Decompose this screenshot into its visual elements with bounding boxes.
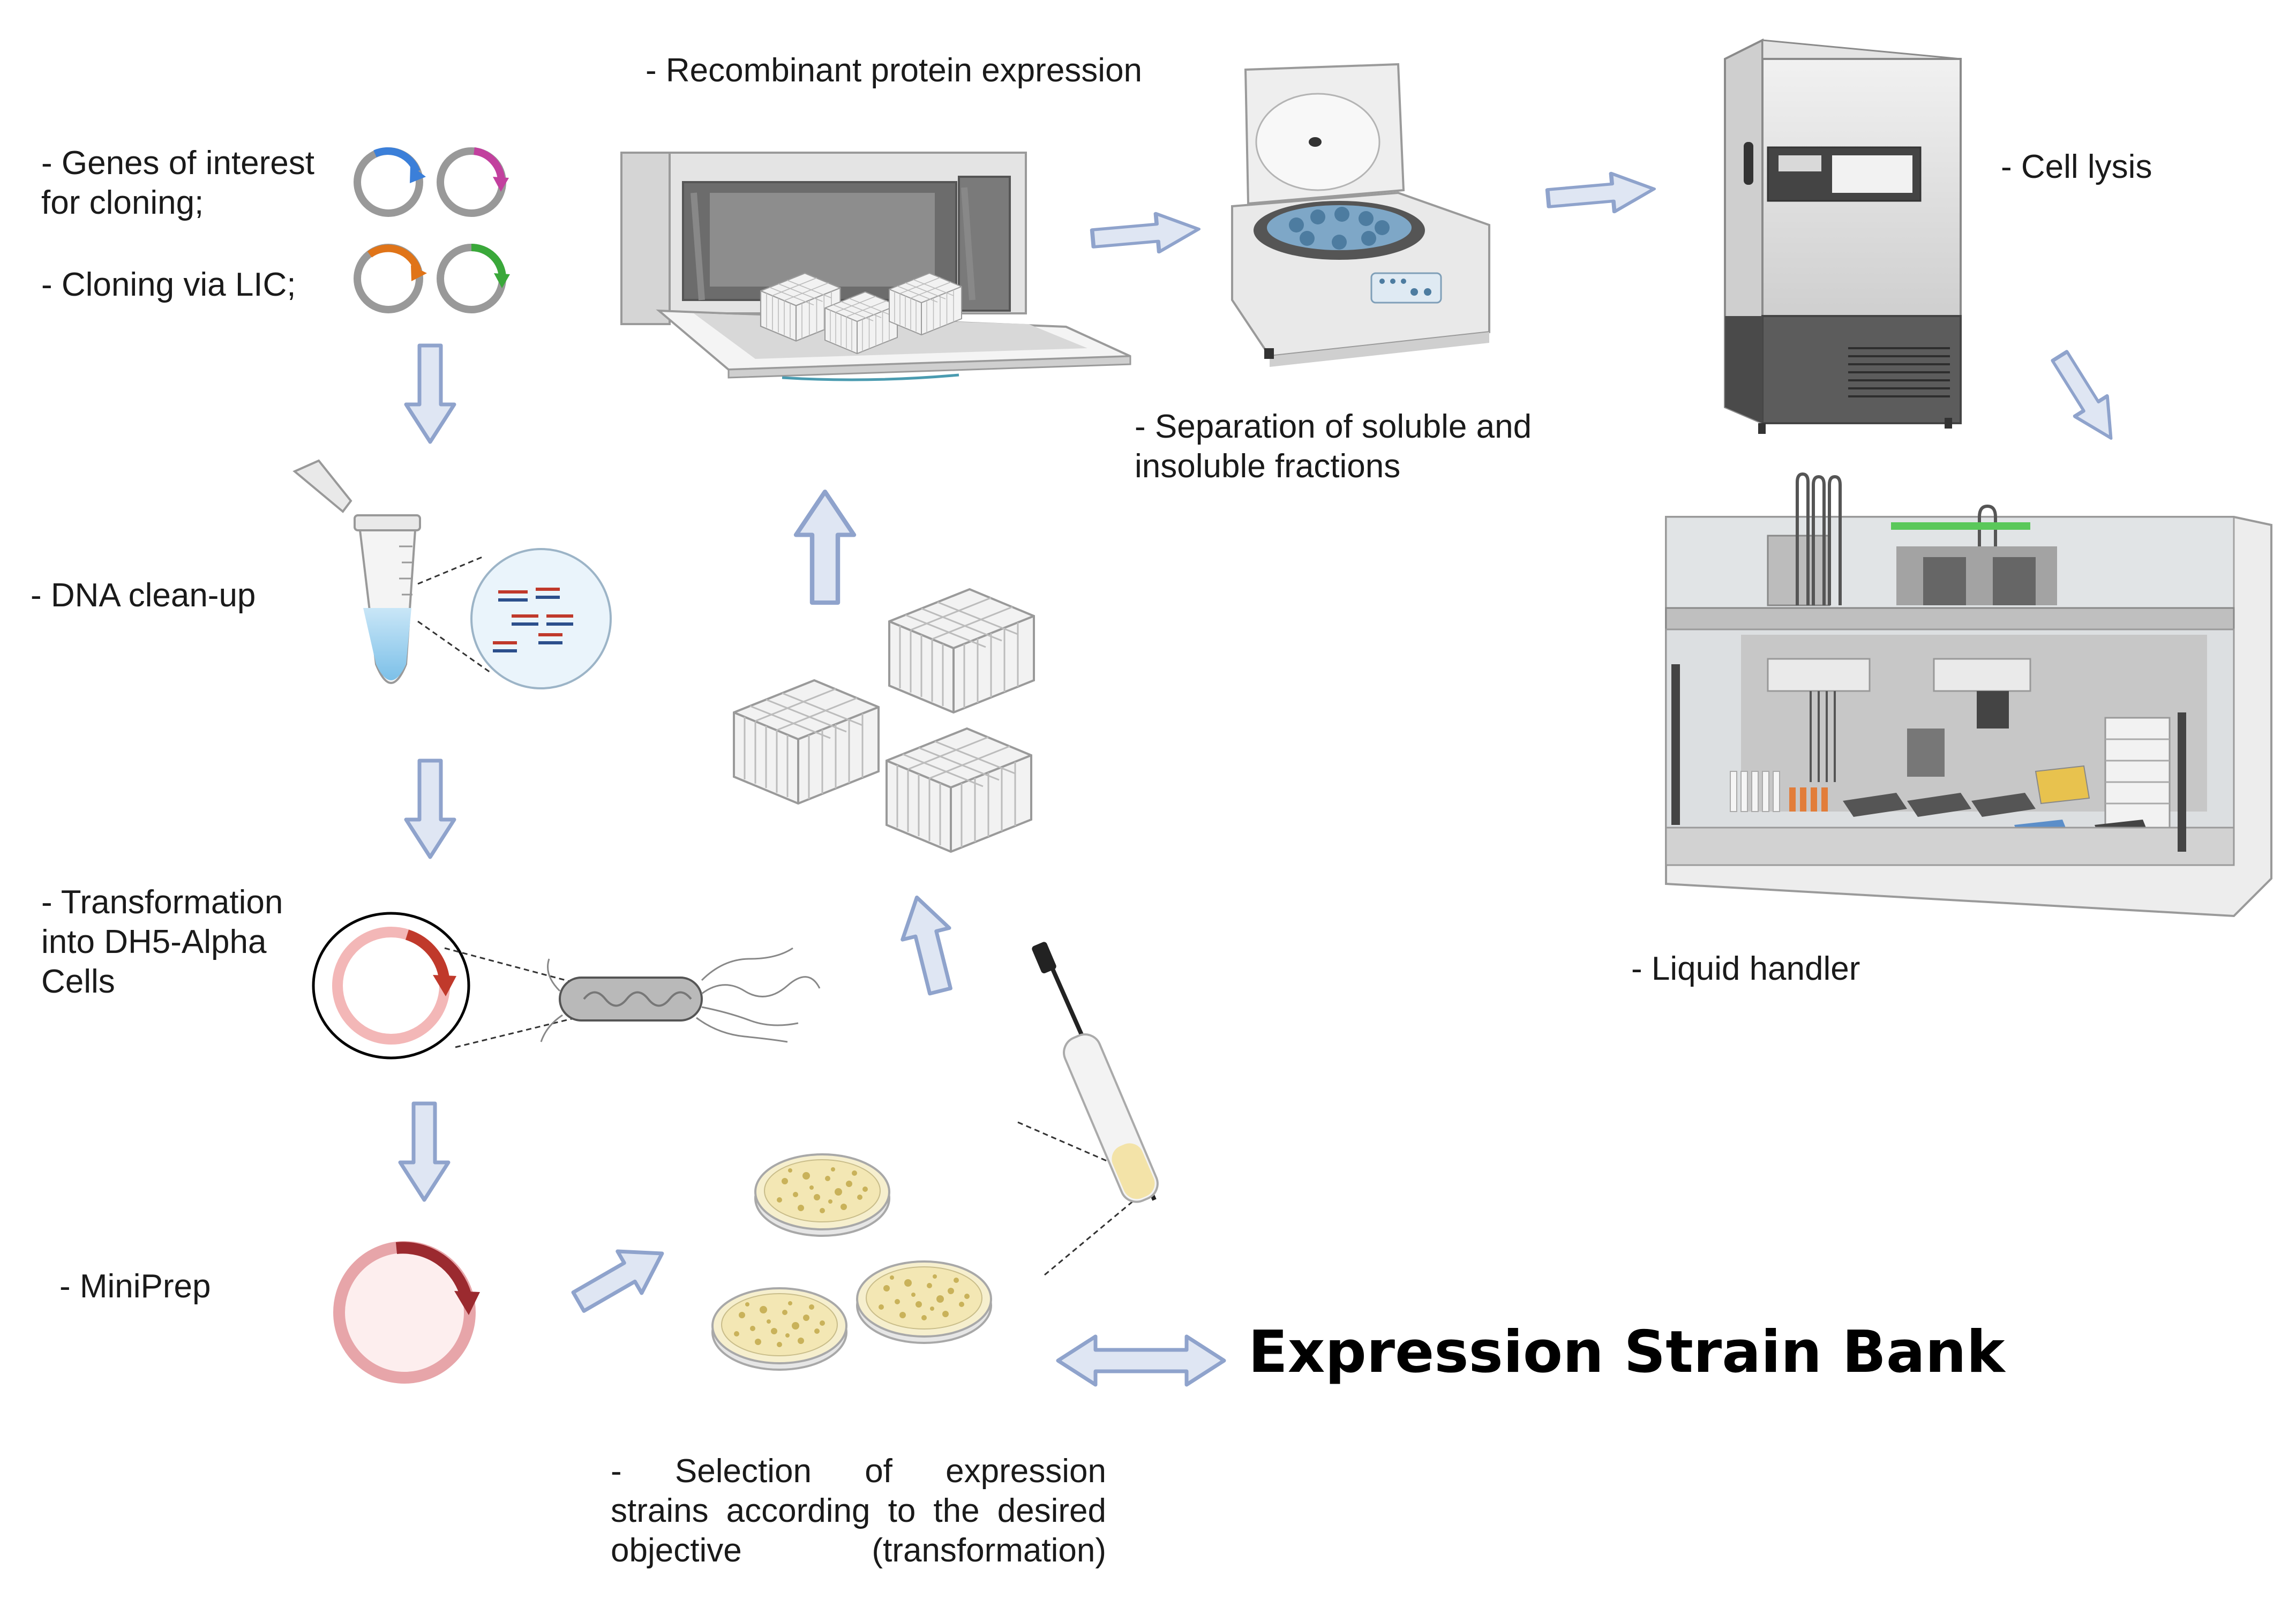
bacterium-icon [444,947,821,1048]
double-arrow-icon [1056,1334,1226,1387]
petri-dish-icon [856,1260,992,1344]
flow-arrow-icon [2043,346,2127,448]
separation-label: - Separation of soluble and insoluble fr… [1135,408,1532,485]
selection-line-3: objective (transformation) [611,1532,1106,1569]
plasmid-transformation-icon [312,912,470,1060]
flow-arrow-icon [894,891,964,996]
deep-well-plate-icon [886,727,1032,853]
transformation-label: - Transformation into DH5-Alpha Cells [41,884,283,1000]
plasmid-magenta-icon [437,147,509,217]
genes-of-interest-label: - Genes of interest for cloning; [41,145,315,221]
flow-arrow-icon [406,346,454,442]
expression-strain-bank-title: Expression Strain Bank [1248,1319,2005,1386]
plasmid-blue-icon [354,147,426,217]
recombinant-expression-label: - Recombinant protein expression [646,52,1143,89]
miniprep-label: - MiniPrep [59,1268,211,1305]
centrifuge-icon [1231,63,1490,367]
deep-well-plate-icon [888,588,1035,714]
selection-label: - Selection of expression strains accord… [611,1452,1106,1571]
cloning-lic-label: - Cloning via LIC; [41,266,296,303]
flow-arrow-icon [400,1103,448,1200]
dna-cleanup-label: - DNA clean-up [31,577,256,614]
culture-tube-icon [1017,942,1159,1276]
flow-arrow-icon [1091,210,1200,258]
deep-well-plate-icon [733,679,880,805]
petri-dish-icon [754,1153,890,1237]
flow-arrow-icon [1547,170,1656,217]
petri-dish-icon [711,1287,847,1371]
dna-fragments-icon [417,548,612,689]
flow-arrow-icon [567,1233,674,1323]
incubator-shaker-icon [620,152,1131,381]
flow-arrow-icon [796,492,854,603]
selection-line-2: strains according to the desired [611,1492,1106,1529]
cell-lysis-label: - Cell lysis [2001,148,2152,185]
plasmid-orange-icon [354,244,427,313]
freezer-icon [1724,38,1962,434]
plasmid-green-icon [437,244,510,313]
liquid-handler-icon [1665,472,2272,918]
plasmid-miniprep-icon [333,1241,480,1384]
tube-icon [292,459,421,684]
selection-line-1: - Selection of expression [611,1453,1106,1490]
flow-arrow-icon [406,761,454,857]
liquid-handler-label: - Liquid handler [1631,950,1860,987]
